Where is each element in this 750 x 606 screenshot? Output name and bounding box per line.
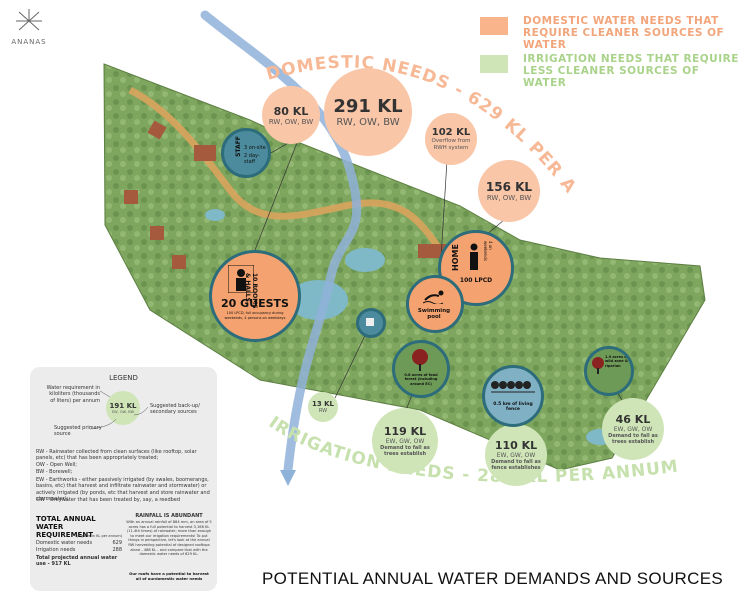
bubble-note: Demand to fall as trees establish xyxy=(380,445,430,457)
bubble-value: 119 KL xyxy=(383,425,427,438)
bubble-sources: RW xyxy=(318,408,328,414)
bubble-value: 156 KL xyxy=(485,180,533,194)
site-path xyxy=(128,86,443,252)
diagram-title: POTENTIAL ANNUAL WATER DEMANDS AND SOURC… xyxy=(262,569,723,588)
guest-figure-icon xyxy=(228,265,254,293)
pond xyxy=(205,209,225,221)
bubble-sources: RW, OW, BW xyxy=(486,194,532,202)
bubble-value: 13 KL xyxy=(311,400,335,408)
rain-highlight: Our roofs have a potential to harvest al… xyxy=(129,571,209,581)
home-side: 4 on weekends xyxy=(483,241,493,261)
living-fence-label: 0.5 km of living fence xyxy=(493,402,533,412)
bubble-note: Overflow from RWH system xyxy=(431,138,471,151)
living-fence-circle: 0.5 km of living fence xyxy=(482,365,544,427)
swimmer-icon xyxy=(423,290,444,304)
legend-primary-text: Suggested primary source xyxy=(54,425,102,438)
bubble-value: 102 KL xyxy=(431,127,471,138)
bubble-80kl: 80 KL RW, OW, BW xyxy=(262,86,320,144)
rain-text: With an annual rainfall of 884 mm, an ar… xyxy=(126,520,212,557)
home-circle: HOME 4 on weekends 100 LPCD xyxy=(438,230,514,306)
building xyxy=(150,226,164,240)
river xyxy=(200,10,362,475)
legend-pointers xyxy=(89,390,149,430)
bubble-value: 110 KL xyxy=(494,439,538,452)
total-irrigation-value: 288 xyxy=(112,547,122,553)
bubble-13kl: 13 KL RW xyxy=(308,392,338,422)
pond xyxy=(345,248,385,272)
irrigation-key-swatch xyxy=(480,55,508,73)
domestic-key-swatch xyxy=(480,17,508,35)
person-icon xyxy=(470,243,478,270)
bubble-note: Demand to fall as fence establishes xyxy=(491,459,541,471)
domestic-key-label: DOMESTIC WATER NEEDS THAT REQUIRE CLEANE… xyxy=(523,15,725,51)
bubble-sources: EW, GW, OW xyxy=(385,438,425,445)
bubble-note: Demand to fall as trees establish xyxy=(608,433,658,445)
bubble-value: 80 KL xyxy=(273,104,309,118)
home-title: HOME xyxy=(451,244,460,271)
bubble-sources: RW, OW, BW xyxy=(268,117,314,126)
legend-sample-sources: EW, OW, BW xyxy=(111,409,135,414)
home-lpcd: 100 LPCD xyxy=(459,277,493,284)
total-sum: Total projected annual water use - 917 K… xyxy=(36,555,118,568)
bubble-46kl: 46 KL EW, GW, OW Demand to fall as trees… xyxy=(602,398,664,460)
legend-ew: EW - Earthworks - either passively irrig… xyxy=(36,477,210,503)
legend-backup-text: Suggested back-up/ secondary sources xyxy=(150,403,200,416)
bubble-119kl: 119 KL EW, GW, OW Demand to fall as tree… xyxy=(372,408,438,474)
bubble-110kl: 110 KL EW, GW, OW Demand to fall as fenc… xyxy=(485,424,547,486)
tree-icon xyxy=(412,349,428,371)
bubble-sources: EW, GW, OW xyxy=(496,452,536,459)
food-forest-circle: 0.8 acres of food forest (including arou… xyxy=(392,340,450,398)
legend-ow: OW - Open Well; xyxy=(36,462,77,468)
total-irrigation-label: Irrigation needs xyxy=(36,547,76,553)
building xyxy=(124,190,138,204)
brand-name: ANANAS xyxy=(11,38,47,46)
pineapple-logo-icon xyxy=(16,9,42,31)
bubble-102kl: 102 KL Overflow from RWH system xyxy=(425,113,477,165)
total-domestic-label: Domestic water needs xyxy=(36,540,93,546)
bubble-value: 291 KL xyxy=(333,95,403,117)
legend-title: LEGEND xyxy=(109,374,138,382)
bubble-156kl: 156 KL RW, OW, BW xyxy=(478,160,540,222)
legend-rw: RW - Rainwater collected from clean surf… xyxy=(36,449,197,462)
legend-requirement-text: Water requirement in kiloliters (thousan… xyxy=(46,385,100,404)
building xyxy=(194,145,216,161)
pond xyxy=(288,280,348,320)
rain-title: RAINFALL IS ABUNDANT xyxy=(135,513,203,519)
bubble-291kl: 291 KL RW, OW, BW xyxy=(324,68,412,156)
river-arrow xyxy=(280,470,296,486)
staff-title: STAFF xyxy=(234,136,242,157)
pool-title: Swimming pool xyxy=(417,308,451,320)
guests-note: 100 LPCD, full occupancy during weekends… xyxy=(224,311,286,320)
total-domestic-value: 629 xyxy=(112,540,122,546)
legend-panel: LEGEND Water requirement in kiloliters (… xyxy=(30,367,217,591)
fence-icon xyxy=(491,381,535,393)
staff-line2: 2 day-staff xyxy=(244,153,260,165)
tree-icon xyxy=(592,357,604,374)
building xyxy=(147,120,167,140)
total-title: TOTAL ANNUAL WATER REQUIREMENT xyxy=(36,515,96,539)
bubble-sources: RW, OW, BW xyxy=(336,116,400,128)
tap-icon xyxy=(366,318,374,326)
wild-zone-circle: 1.9 acres of wild zone & riparian xyxy=(584,346,634,396)
guests-circle: 10 ROOMS & HALLS 20 GUESTS 100 LPCD, ful… xyxy=(209,250,301,342)
food-forest-label: 0.8 acres of food forest (including arou… xyxy=(404,373,438,386)
wild-zone-label: 1.9 acres of wild zone & riparian xyxy=(605,355,629,368)
pool-circle: Swimming pool xyxy=(406,275,464,333)
legend-gw: GW - Greywater that has been treated by,… xyxy=(36,497,181,503)
legend-bw: BW - Borewell; xyxy=(36,469,73,475)
legend-sample-value: 191 KL xyxy=(109,401,137,410)
bubble-value: 46 KL xyxy=(615,413,651,426)
building xyxy=(172,255,186,269)
irrigation-key-label: IRRIGATION NEEDS THAT REQUIRE LESS CLEAN… xyxy=(523,53,739,89)
bubble-sources: EW, GW, OW xyxy=(613,426,653,433)
legend-sample-bubble: 191 KL EW, OW, BW xyxy=(106,391,140,425)
total-subtitle: (Figures in KL per annum) xyxy=(76,534,122,538)
brand-logo: ANANAS xyxy=(8,8,50,46)
tap-circle xyxy=(356,308,386,338)
staff-circle: STAFF 3 on-site 2 day-staff xyxy=(221,128,271,178)
staff-line1: 3 on-site xyxy=(244,145,266,151)
guests-title: 20 GUESTS xyxy=(221,297,289,310)
